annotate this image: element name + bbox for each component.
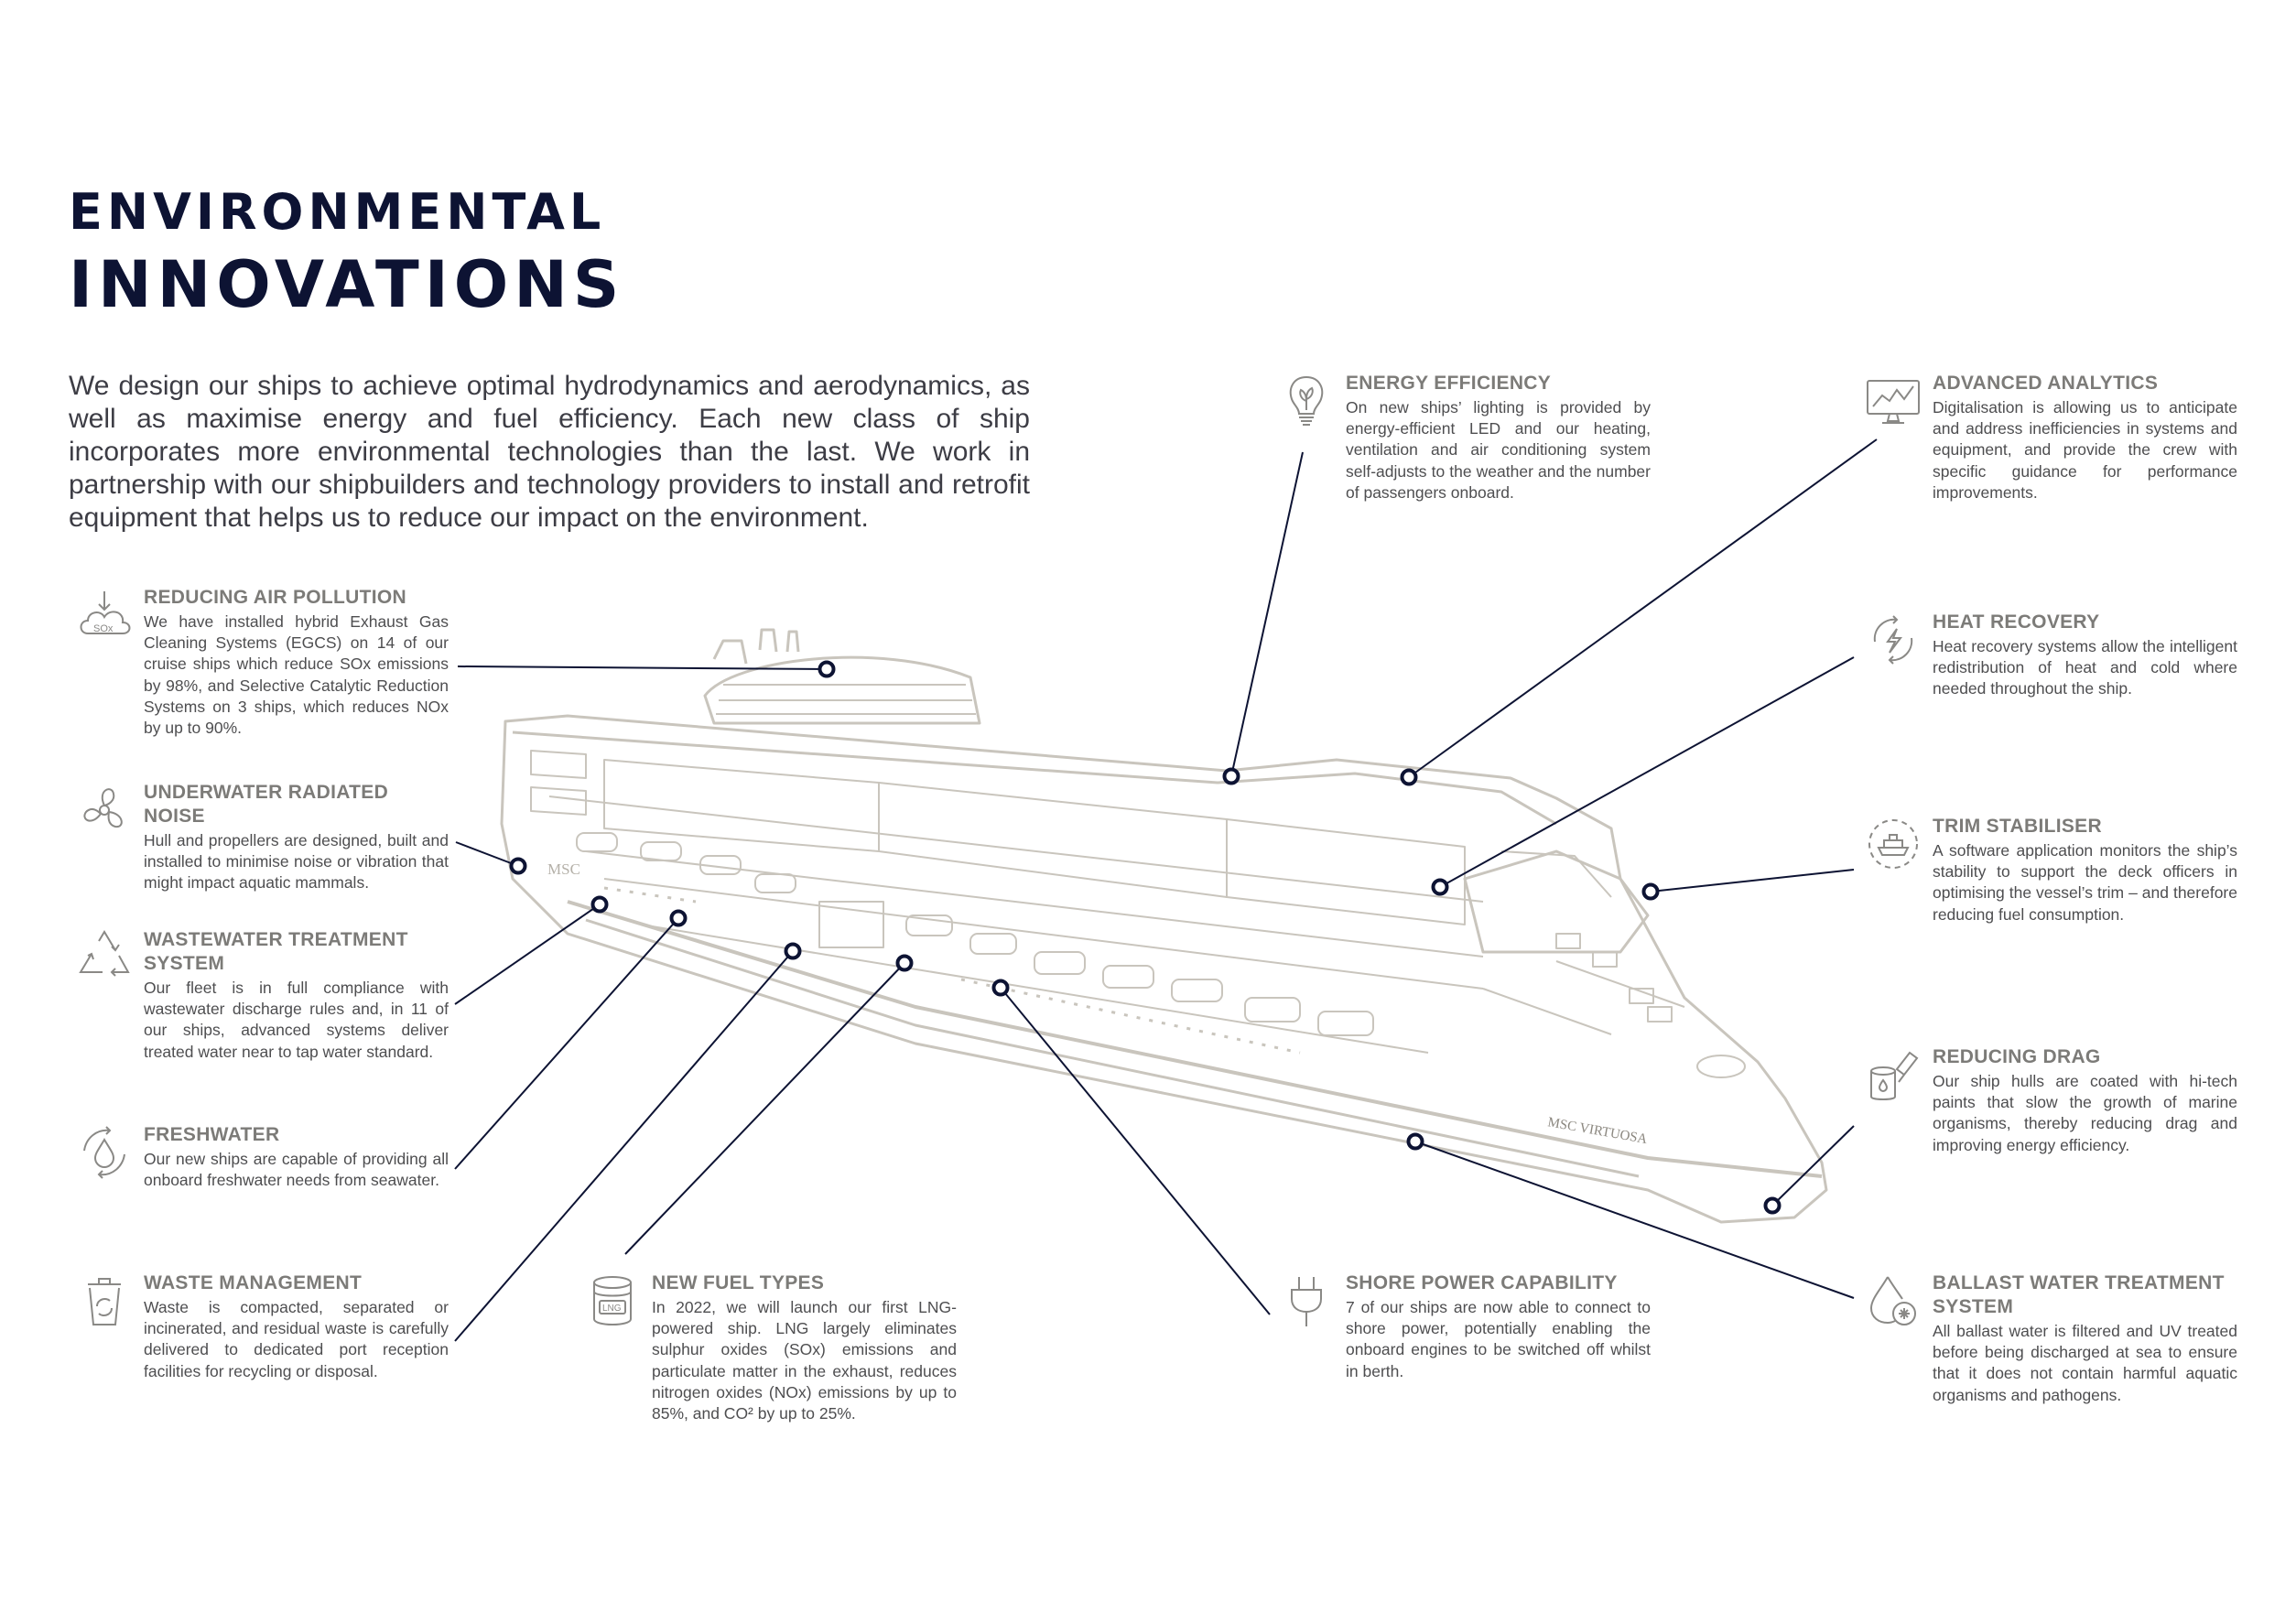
- leader-line-drag: [1771, 1125, 1855, 1206]
- innovation-underwater-noise: UNDERWATER RADIATED NOISE Hull and prope…: [83, 781, 449, 894]
- heat-recovery-icon: [1873, 615, 1913, 665]
- leader-line-fuel: [624, 962, 905, 1255]
- waste-management-title: WASTE MANAGEMENT: [144, 1272, 363, 1293]
- innovation-trim-stabiliser: TRIM STABILISER A software application m…: [1868, 815, 2237, 925]
- innovation-advanced-analytics: ADVANCED ANALYTICS Digitalisation is all…: [1867, 372, 2237, 503]
- advanced-analytics-title: ADVANCED ANALYTICS: [1933, 373, 2159, 394]
- wastewater-title: WASTEWATER TREATMENT SYSTEM: [144, 929, 408, 974]
- innovation-ballast-water: BALLAST WATER TREATMENT SYSTEM All balla…: [1869, 1271, 2237, 1406]
- svg-text:LNG: LNG: [602, 1304, 622, 1314]
- freshwater-title: FRESHWATER: [144, 1124, 280, 1145]
- analytics-monitor-icon: [1867, 380, 1920, 424]
- leader-line-energy: [1230, 451, 1304, 777]
- ship-illustration: [500, 628, 1828, 1224]
- recycle-bin-icon: [88, 1278, 121, 1325]
- lightbulb-leaf-icon: [1289, 375, 1324, 426]
- intro-paragraph: We design our ships to achieve optimal h…: [69, 371, 1030, 533]
- leader-line-ballast: [1414, 1141, 1855, 1299]
- innovation-air-pollution: SOx REDUCING AIR POLLUTION We have insta…: [80, 586, 449, 739]
- innovation-wastewater: WASTEWATER TREATMENT SYSTEM Our fleet is…: [79, 928, 449, 1063]
- anchor-freshwater: [669, 909, 688, 927]
- anchor-drag: [1763, 1196, 1782, 1215]
- plug-icon: [1291, 1277, 1322, 1326]
- trim-stabiliser-text: A software application monitors the ship…: [1933, 841, 2237, 924]
- leader-line-noise: [455, 841, 519, 867]
- anchor-analytics: [1400, 768, 1418, 786]
- underwater-noise-text: Hull and propellers are designed, built …: [144, 831, 449, 893]
- anchor-heat: [1431, 878, 1449, 896]
- leader-lines: [454, 438, 1878, 1342]
- innovation-heat-recovery: HEAT RECOVERY Heat recovery systems allo…: [1873, 611, 2237, 700]
- energy-efficiency-text: On new ships’ lighting is provided by en…: [1346, 398, 1651, 502]
- innovation-waste-management: WASTE MANAGEMENT Waste is compacted, sep…: [88, 1271, 449, 1382]
- title-line-1: ENVIRONMENTAL: [69, 183, 606, 241]
- anchor-trim: [1641, 882, 1660, 901]
- recycle-triangle-icon: [79, 930, 130, 977]
- leader-line-analytics: [1408, 438, 1878, 778]
- leader-line-trim: [1650, 869, 1855, 893]
- anchor-air: [818, 660, 836, 678]
- leader-line-freshwater: [454, 917, 679, 1170]
- innovation-shore-power: SHORE POWER CAPABILITY 7 of our ships ar…: [1291, 1271, 1651, 1382]
- ballast-drop-icon: [1869, 1276, 1916, 1325]
- anchor-shore: [991, 979, 1010, 997]
- ballast-water-title: BALLAST WATER TREATMENT SYSTEM: [1933, 1272, 2225, 1317]
- propeller-icon: [83, 788, 123, 828]
- ship-hull-name: MSC VIRTUOSA: [1546, 1115, 1648, 1147]
- title-line-2: INNOVATIONS: [69, 247, 625, 322]
- anchor-ballast: [1406, 1132, 1424, 1151]
- shore-power-title: SHORE POWER CAPABILITY: [1346, 1272, 1618, 1293]
- anchor-energy: [1222, 767, 1240, 785]
- cloud-sox-icon: SOx: [80, 591, 131, 634]
- reducing-drag-text: Our ship hulls are coated with hi-tech p…: [1933, 1072, 2237, 1154]
- leader-line-wastewater: [454, 903, 601, 1005]
- underwater-noise-title: UNDERWATER RADIATED NOISE: [144, 782, 389, 827]
- innovation-new-fuel: LNG NEW FUEL TYPES In 2022, we will laun…: [593, 1271, 957, 1424]
- waste-management-text: Waste is compacted, separated or inciner…: [144, 1298, 449, 1380]
- wastewater-text: Our fleet is in full compliance with was…: [144, 979, 449, 1061]
- anchor-wastewater: [590, 895, 609, 914]
- anchor-waste: [784, 942, 802, 960]
- energy-efficiency-title: ENERGY EFFICIENCY: [1346, 373, 1552, 394]
- innovation-reducing-drag: REDUCING DRAG Our ship hulls are coated …: [1870, 1045, 2237, 1156]
- anchor-noise: [509, 857, 527, 875]
- air-pollution-title: REDUCING AIR POLLUTION: [144, 587, 406, 608]
- ship-logo-text: MSC: [547, 860, 580, 878]
- advanced-analytics-text: Digitalisation is allowing us to anticip…: [1933, 398, 2237, 502]
- heat-recovery-text: Heat recovery systems allow the intellig…: [1933, 637, 2237, 698]
- svg-text:SOx: SOx: [93, 623, 114, 634]
- leader-line-air: [457, 665, 828, 670]
- innovation-freshwater: FRESHWATER Our new ships are capable of …: [83, 1123, 449, 1191]
- reducing-drag-title: REDUCING DRAG: [1933, 1046, 2101, 1067]
- trim-stabiliser-title: TRIM STABILISER: [1933, 816, 2102, 837]
- new-fuel-title: NEW FUEL TYPES: [652, 1272, 825, 1293]
- water-drop-cycle-icon: [83, 1126, 125, 1179]
- heat-recovery-title: HEAT RECOVERY: [1933, 611, 2100, 633]
- leader-line-waste: [454, 950, 794, 1342]
- anchor-dots: [509, 660, 1782, 1215]
- freshwater-text: Our new ships are capable of providing a…: [144, 1150, 449, 1190]
- anchor-fuel: [895, 954, 914, 972]
- leader-line-heat: [1439, 656, 1855, 888]
- shore-power-text: 7 of our ships are now able to connect t…: [1346, 1298, 1651, 1380]
- leader-line-shore: [1000, 987, 1271, 1315]
- new-fuel-text: In 2022, we will launch our first LNG-po…: [652, 1298, 957, 1423]
- innovation-energy-efficiency: ENERGY EFFICIENCY On new ships’ lighting…: [1289, 372, 1651, 503]
- lng-tank-icon: LNG: [593, 1276, 632, 1325]
- ballast-water-text: All ballast water is filtered and UV tre…: [1933, 1322, 2237, 1404]
- air-pollution-text: We have installed hybrid Exhaust Gas Cle…: [144, 612, 449, 738]
- paint-bucket-icon: [1870, 1051, 1919, 1100]
- ship-stabiliser-icon: [1868, 819, 1918, 869]
